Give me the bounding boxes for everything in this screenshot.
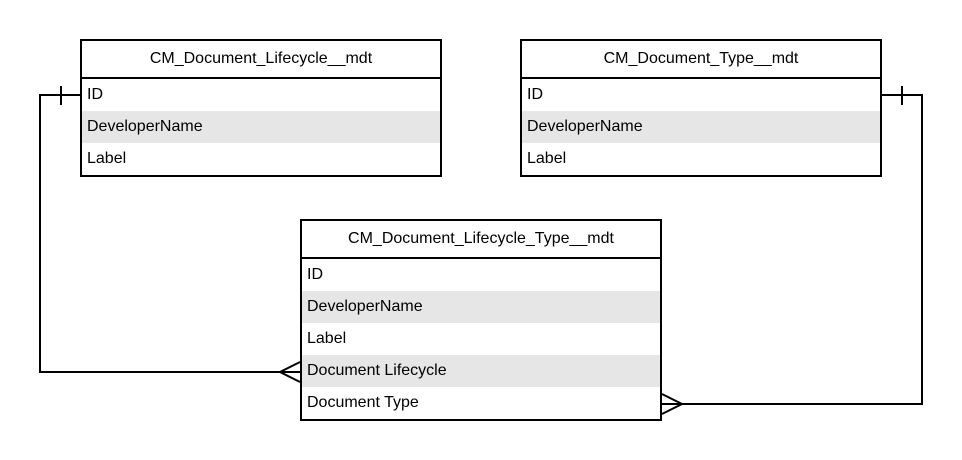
field-document-lifecycle: Document Lifecycle: [302, 355, 660, 387]
field-developer-name: DeveloperName: [82, 111, 440, 143]
field-label: Label: [87, 150, 127, 167]
field-document-type: Document Type: [307, 394, 419, 411]
field-developer-name: DeveloperName: [522, 111, 880, 143]
field-id: ID: [527, 86, 543, 103]
field-label: Label: [527, 150, 567, 167]
entity-cm-document-type[interactable]: CM_Document_Type__mdt ID DeveloperName L…: [520, 39, 882, 177]
entity-title: CM_Document_Type__mdt: [522, 41, 880, 79]
field-developer-name: DeveloperName: [302, 291, 660, 323]
field-id: ID: [87, 86, 103, 103]
entity-cm-document-lifecycle-type[interactable]: CM_Document_Lifecycle_Type__mdt ID Devel…: [300, 219, 662, 421]
many-crowfoot-type: [661, 393, 685, 415]
field-id: ID: [307, 266, 323, 283]
field-label: Label: [307, 330, 347, 347]
entity-cm-document-lifecycle[interactable]: CM_Document_Lifecycle__mdt ID DeveloperN…: [80, 39, 442, 177]
entity-title: CM_Document_Lifecycle_Type__mdt: [302, 221, 660, 259]
entity-title: CM_Document_Lifecycle__mdt: [82, 41, 440, 79]
many-crowfoot-lifecycle: [277, 361, 301, 383]
